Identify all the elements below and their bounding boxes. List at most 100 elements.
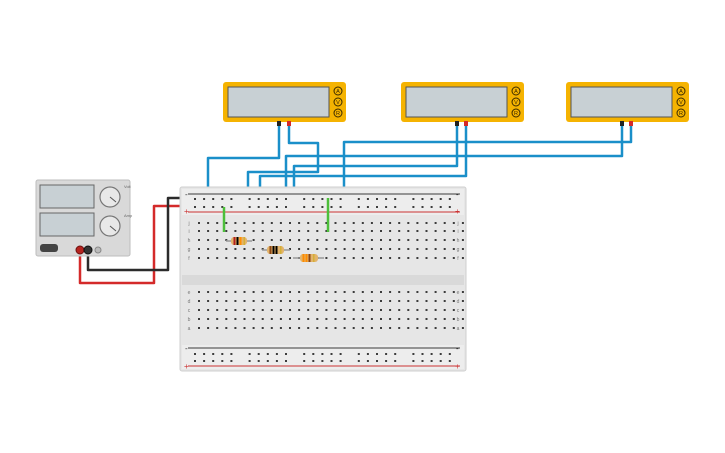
breadboard-hole[interactable] (266, 360, 269, 362)
breadboard-hole[interactable] (261, 318, 264, 320)
breadboard-hole[interactable] (325, 230, 328, 232)
breadboard-hole[interactable] (389, 230, 392, 232)
breadboard-hole[interactable] (439, 198, 442, 200)
breadboard-hole[interactable] (216, 309, 219, 311)
breadboard-hole[interactable] (398, 309, 401, 311)
breadboard-hole[interactable] (261, 309, 264, 311)
breadboard-hole[interactable] (416, 318, 419, 320)
breadboard-hole[interactable] (343, 309, 346, 311)
breadboard-hole[interactable] (385, 198, 388, 200)
breadboard-hole[interactable] (234, 318, 237, 320)
breadboard-hole[interactable] (279, 257, 282, 259)
breadboard-hole[interactable] (289, 327, 291, 329)
breadboard-hole[interactable] (303, 206, 306, 208)
breadboard-hole[interactable] (261, 248, 264, 250)
breadboard-hole[interactable] (298, 230, 301, 232)
breadboard-hole[interactable] (407, 257, 410, 259)
breadboard-hole[interactable] (421, 206, 424, 208)
breadboard-hole[interactable] (330, 198, 333, 200)
breadboard-hole[interactable] (243, 291, 246, 293)
breadboard-hole[interactable] (389, 318, 392, 320)
breadboard-hole[interactable] (448, 353, 451, 355)
breadboard-hole[interactable] (194, 206, 196, 208)
breadboard-hole[interactable] (207, 318, 210, 320)
breadboard-hole[interactable] (334, 239, 337, 241)
wire-supply-black[interactable] (86, 196, 190, 272)
breadboard-hole[interactable] (321, 353, 324, 355)
breadboard-hole[interactable] (430, 353, 433, 355)
breadboard-hole[interactable] (289, 300, 291, 302)
breadboard-hole[interactable] (370, 248, 373, 250)
breadboard-hole[interactable] (366, 360, 369, 362)
breadboard-hole[interactable] (366, 206, 369, 208)
breadboard-hole[interactable] (352, 318, 355, 320)
breadboard-hole[interactable] (339, 353, 342, 355)
breadboard-hole[interactable] (398, 291, 401, 293)
breadboard-hole[interactable] (261, 239, 264, 241)
breadboard-hole[interactable] (416, 230, 419, 232)
breadboard-hole[interactable] (412, 206, 415, 208)
breadboard-hole[interactable] (198, 300, 200, 302)
breadboard-hole[interactable] (398, 222, 401, 224)
breadboard-hole[interactable] (243, 327, 246, 329)
breadboard-hole[interactable] (443, 257, 446, 259)
breadboard-hole[interactable] (434, 300, 437, 302)
breadboard-hole[interactable] (212, 353, 215, 355)
breadboard-hole[interactable] (207, 257, 210, 259)
breadboard-hole[interactable] (298, 327, 301, 329)
breadboard-hole[interactable] (389, 300, 392, 302)
breadboard-hole[interactable] (443, 318, 446, 320)
breadboard-hole[interactable] (452, 309, 455, 311)
breadboard-hole[interactable] (343, 318, 346, 320)
mode-a-button[interactable] (511, 86, 521, 96)
breadboard-hole[interactable] (279, 291, 282, 293)
breadboard-hole[interactable] (380, 239, 382, 241)
breadboard-hole[interactable] (452, 257, 455, 259)
breadboard-hole[interactable] (270, 239, 273, 241)
breadboard-hole[interactable] (434, 257, 437, 259)
breadboard-holes[interactable] (194, 198, 464, 362)
breadboard-hole[interactable] (261, 300, 264, 302)
breadboard-hole[interactable] (425, 327, 428, 329)
breadboard-hole[interactable] (307, 309, 310, 311)
breadboard-hole[interactable] (434, 222, 437, 224)
breadboard-hole[interactable] (321, 206, 324, 208)
breadboard-hole[interactable] (461, 257, 464, 259)
breadboard-hole[interactable] (312, 360, 315, 362)
breadboard-hole[interactable] (361, 309, 364, 311)
breadboard-hole[interactable] (298, 248, 301, 250)
breadboard-hole[interactable] (357, 353, 360, 355)
breadboard-hole[interactable] (343, 239, 346, 241)
breadboard-hole[interactable] (412, 360, 415, 362)
breadboard-hole[interactable] (285, 198, 287, 200)
breadboard-hole[interactable] (303, 353, 306, 355)
breadboard-hole[interactable] (248, 353, 251, 355)
breadboard-hole[interactable] (207, 300, 210, 302)
breadboard-hole[interactable] (198, 222, 200, 224)
breadboard-hole[interactable] (225, 257, 228, 259)
ground-terminal[interactable] (94, 246, 102, 254)
breadboard-hole[interactable] (330, 206, 333, 208)
breadboard-hole[interactable] (257, 353, 260, 355)
breadboard-hole[interactable] (203, 360, 206, 362)
breadboard-hole[interactable] (461, 300, 464, 302)
breadboard-hole[interactable] (312, 198, 315, 200)
wire-meter1-red[interactable] (246, 124, 320, 250)
breadboard-hole[interactable] (380, 291, 382, 293)
breadboard-hole[interactable] (443, 230, 446, 232)
breadboard-hole[interactable] (352, 248, 355, 250)
breadboard-hole[interactable] (425, 291, 428, 293)
breadboard-hole[interactable] (439, 353, 442, 355)
breadboard-hole[interactable] (270, 222, 273, 224)
breadboard-hole[interactable] (275, 353, 278, 355)
resistor-r2[interactable] (262, 246, 290, 254)
breadboard-hole[interactable] (370, 291, 373, 293)
breadboard-hole[interactable] (389, 291, 392, 293)
breadboard-hole[interactable] (334, 300, 337, 302)
breadboard-hole[interactable] (234, 222, 237, 224)
breadboard-hole[interactable] (407, 248, 410, 250)
breadboard-hole[interactable] (461, 248, 464, 250)
breadboard-hole[interactable] (425, 230, 428, 232)
breadboard-hole[interactable] (448, 206, 451, 208)
